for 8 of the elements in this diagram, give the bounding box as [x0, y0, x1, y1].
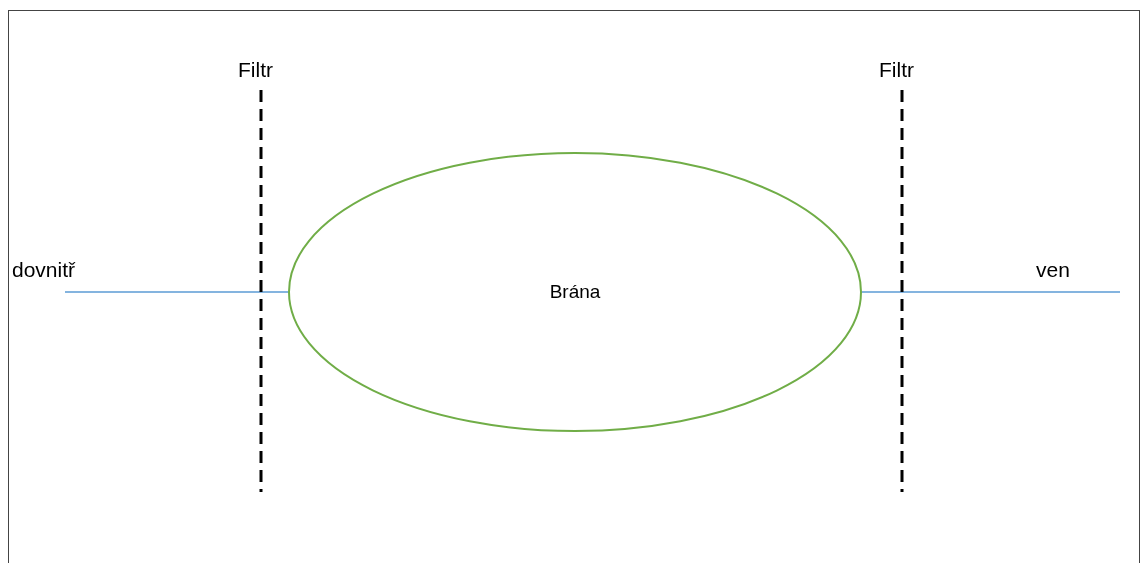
- direction-label: ven: [1036, 258, 1070, 282]
- filter-label: Filtr: [879, 58, 914, 82]
- filter-label: Filtr: [238, 58, 273, 82]
- connector-line: [64, 291, 289, 293]
- gate-label: Brána: [548, 280, 602, 303]
- connector-line: [861, 291, 1121, 293]
- gate-ellipse: [288, 152, 862, 432]
- direction-label: dovnitř: [12, 258, 76, 282]
